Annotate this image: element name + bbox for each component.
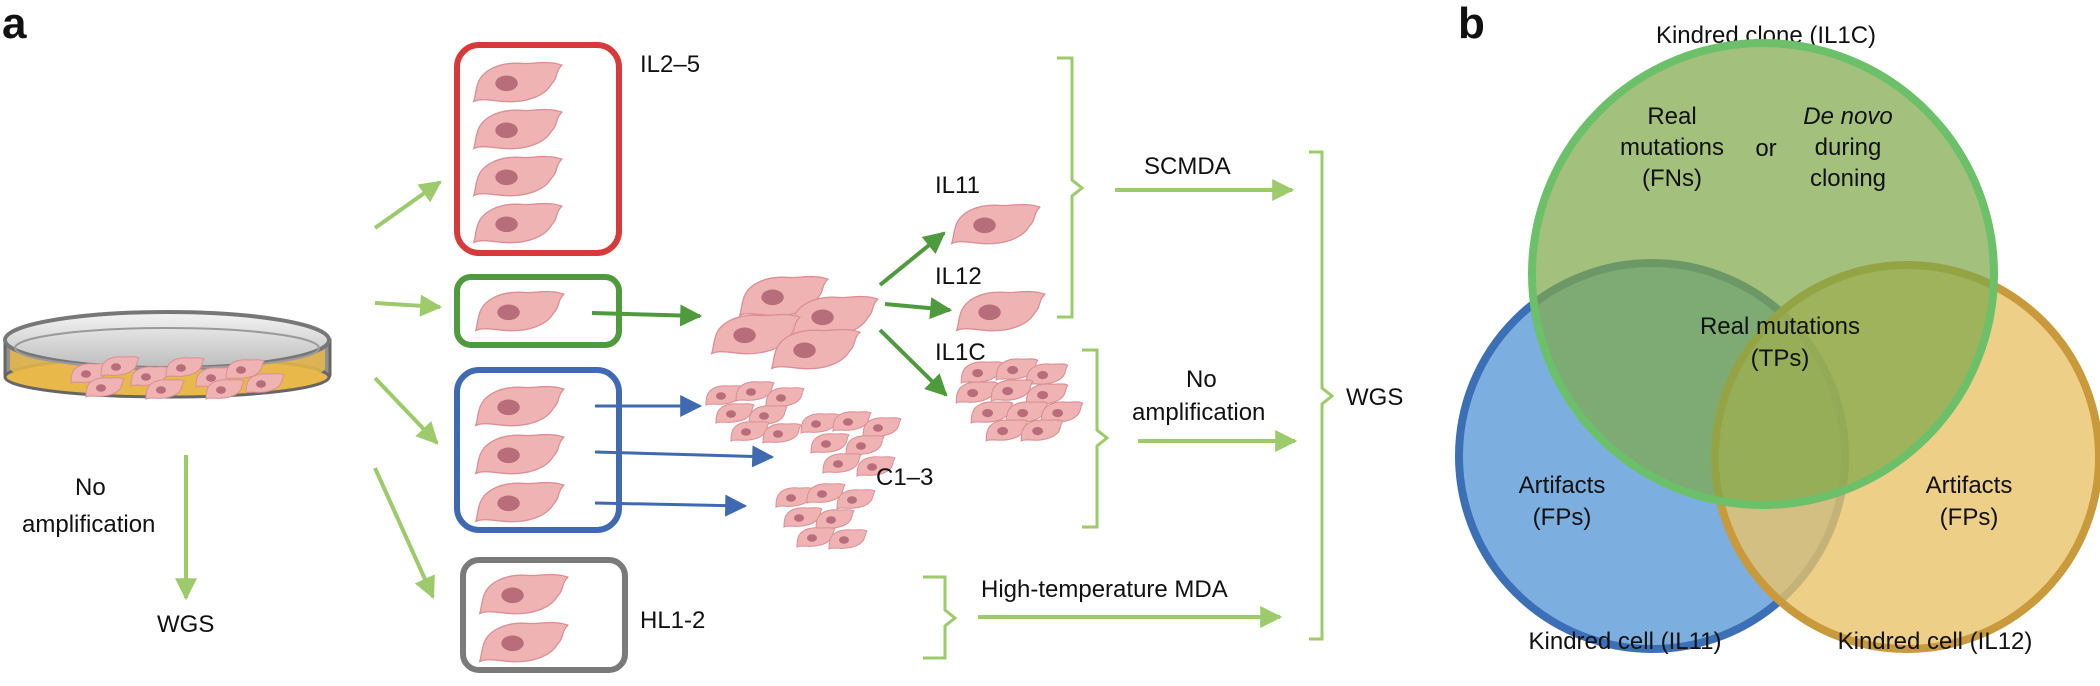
venn-right-line1: Artifacts — [1926, 472, 2013, 499]
venn-center-line1: Real mutations — [1700, 313, 1860, 340]
venn-left-line2: (FPs) — [1533, 504, 1592, 531]
label-high-temp: High-temperature MDA — [981, 576, 1228, 603]
bracket-wgs — [1309, 150, 1335, 641]
panel-a-label: a — [2, 0, 27, 48]
label-hl1-2: HL1-2 — [640, 607, 705, 634]
label-scmda: SCMDA — [1144, 153, 1231, 180]
venn-circle-il1c — [1528, 39, 1998, 509]
venn-left-label: Kindred cell (IL11) — [1529, 628, 1722, 655]
label-il2-5: IL2–5 — [640, 51, 700, 78]
cluster-il1c — [955, 358, 1084, 442]
venn-right-line2: (FPs) — [1940, 504, 1999, 531]
group-il2-5: IL2–5 — [454, 42, 700, 256]
blue-box — [454, 367, 622, 533]
label-il12: IL12 — [935, 263, 982, 290]
group-il1-clone — [454, 274, 703, 348]
venn-top-denovo-line3: cloning — [1810, 165, 1886, 192]
bracket-high-temp — [923, 575, 958, 660]
venn-top-real-line3: (FNs) — [1642, 165, 1702, 192]
venn-top-real-line2: mutations — [1620, 134, 1724, 161]
group-c1-3 — [454, 367, 775, 533]
arrow-dish-to-blue — [373, 376, 439, 445]
bulk-no-amp-line2: amplification — [22, 511, 155, 538]
green-box — [454, 274, 622, 348]
venn-top-real-line1: Real — [1647, 103, 1696, 130]
arrow-blue-3 — [594, 494, 748, 517]
red-box — [454, 42, 622, 256]
arrow-green-to-clone — [591, 304, 703, 327]
label-il11: IL11 — [935, 172, 980, 199]
label-c1-3: C1–3 — [876, 464, 933, 491]
arrow-blue-2 — [594, 445, 775, 468]
venn-left-line1: Artifacts — [1519, 472, 1606, 499]
bracket-scmda — [1057, 56, 1085, 319]
venn-center-line2: (TPs) — [1751, 345, 1810, 372]
arrow-to-il12 — [884, 297, 953, 320]
bracket-no-amp — [1082, 348, 1110, 529]
group-hl1-2: HL1-2 — [460, 557, 705, 673]
arrow-dish-to-gray — [373, 467, 435, 600]
label-no-amp-line2: amplification — [1132, 399, 1265, 426]
venn-top-denovo-line2: during — [1815, 134, 1882, 161]
cell-il12 — [956, 290, 1046, 332]
cell-il11 — [951, 203, 1041, 245]
bulk-no-amp-line1: No — [75, 474, 106, 501]
label-wgs: WGS — [1346, 384, 1403, 411]
bulk-wgs-label: WGS — [157, 611, 214, 638]
gray-box — [460, 557, 628, 673]
clone-expansion — [711, 275, 879, 370]
venn-top-or: or — [1755, 135, 1776, 162]
petri-dish — [3, 310, 332, 400]
arrow-dish-to-red — [373, 180, 442, 230]
label-il1c: IL1C — [935, 339, 986, 366]
venn-right-label: Kindred cell (IL12) — [1838, 628, 2033, 655]
panel-b-label: b — [1458, 0, 1485, 48]
arrow-dish-to-green — [374, 294, 443, 317]
arrow-to-il11 — [878, 231, 946, 287]
arrow-to-il1c — [878, 328, 948, 397]
venn-top-denovo-line1: De novo — [1803, 103, 1892, 130]
clusters-c1-3 — [705, 381, 902, 550]
venn-diagram — [1455, 39, 2100, 653]
label-no-amp-line1: No — [1186, 366, 1217, 393]
